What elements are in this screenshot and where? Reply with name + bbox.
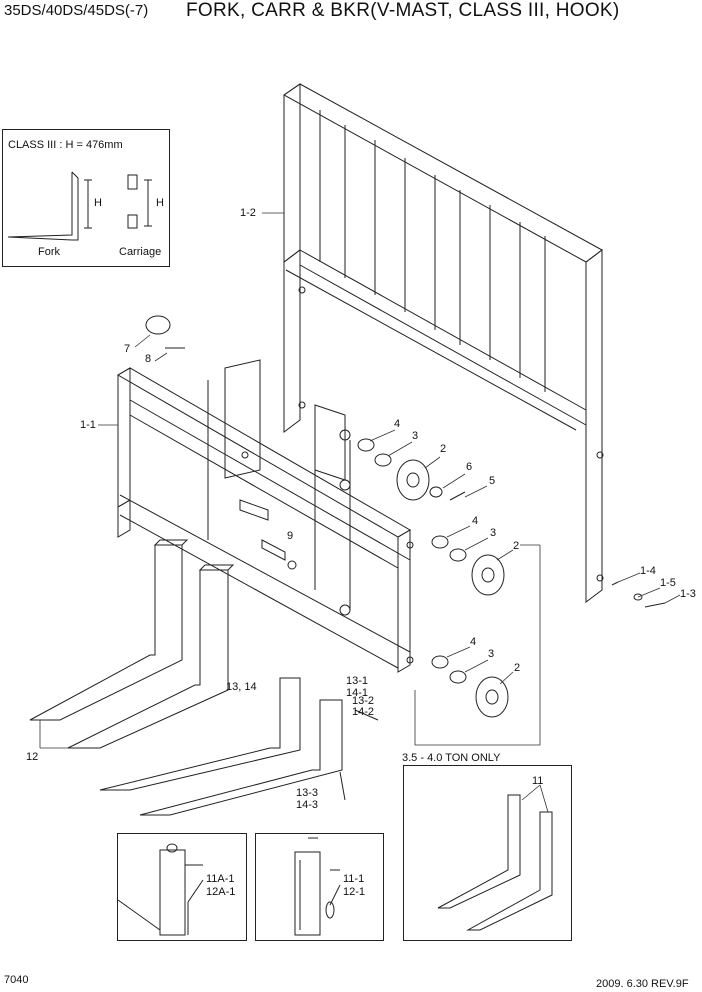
callout-4c: 4 xyxy=(470,636,477,648)
hook-detail-a xyxy=(117,843,204,936)
callout-2a: 2 xyxy=(440,443,447,455)
callout-5: 5 xyxy=(489,475,496,487)
fork-pair-lower xyxy=(99,677,343,816)
callout-13-2: 13-2 xyxy=(352,695,375,707)
callout-1-4: 1-4 xyxy=(640,565,656,577)
callout-2c: 2 xyxy=(514,662,521,674)
callout-13-3: 13-3 xyxy=(296,787,319,799)
callout-11-1: 11-1 xyxy=(343,873,365,885)
roller-assemblies xyxy=(357,438,509,718)
fork-carriage xyxy=(117,359,414,673)
page-number: 7040 xyxy=(4,974,29,986)
ton-forks-sketch xyxy=(437,794,553,931)
callout-13-1: 13-1 xyxy=(346,675,369,687)
callout-7: 7 xyxy=(124,343,131,355)
callout-12-1: 12-1 xyxy=(343,886,366,898)
fork-h-label: H xyxy=(94,197,102,209)
callout-8: 8 xyxy=(145,353,152,365)
callout-3a: 3 xyxy=(412,430,419,442)
callout-12a-1: 12A-1 xyxy=(206,886,236,898)
class-iii-sketch xyxy=(7,171,152,241)
callout-1-3: 1-3 xyxy=(680,588,696,600)
ton-only-caption: 3.5 - 4.0 TON ONLY xyxy=(402,752,501,764)
callout-12: 12 xyxy=(26,751,39,763)
fork-caption: Fork xyxy=(38,246,60,258)
callout-1-5: 1-5 xyxy=(660,577,676,589)
hook-detail-b xyxy=(294,837,341,936)
carriage-caption: Carriage xyxy=(119,246,162,258)
fork-pair xyxy=(29,539,235,749)
callout-3b: 3 xyxy=(490,527,497,539)
class-iii-inset xyxy=(2,129,170,267)
callout-11: 11 xyxy=(532,775,544,787)
callout-13-14: 13, 14 xyxy=(226,681,257,693)
revision-date: 2009. 6.30 REV.9F xyxy=(596,978,689,990)
callout-4b: 4 xyxy=(472,515,479,527)
callout-14-2: 14-2 xyxy=(352,706,375,718)
load-backrest xyxy=(283,83,604,603)
callout-3c: 3 xyxy=(488,648,495,660)
callout-2b: 2 xyxy=(513,540,520,552)
callout-1-1: 1-1 xyxy=(80,419,96,431)
callout-14-3: 14-3 xyxy=(296,799,319,811)
hook-detail-b-inset xyxy=(255,833,384,941)
carriage-h-label: H xyxy=(156,197,164,209)
page-title: FORK, CARR & BKR(V-MAST, CLASS III, HOOK… xyxy=(186,0,620,21)
model-code: 35DS/40DS/45DS(-7) xyxy=(4,2,149,19)
class-iii-spec: CLASS III : H = 476mm xyxy=(8,139,123,151)
leader-lines xyxy=(39,212,681,813)
stopper-and-bolt xyxy=(145,315,666,801)
ton-only-inset xyxy=(403,765,572,941)
hook-detail-a-inset xyxy=(117,833,247,941)
callout-6: 6 xyxy=(466,461,473,473)
callout-1-2: 1-2 xyxy=(240,207,256,219)
callout-4a: 4 xyxy=(394,418,401,430)
callout-9: 9 xyxy=(287,530,294,542)
callout-14-1: 14-1 xyxy=(346,687,369,699)
callout-11a-1: 11A-1 xyxy=(206,873,235,885)
